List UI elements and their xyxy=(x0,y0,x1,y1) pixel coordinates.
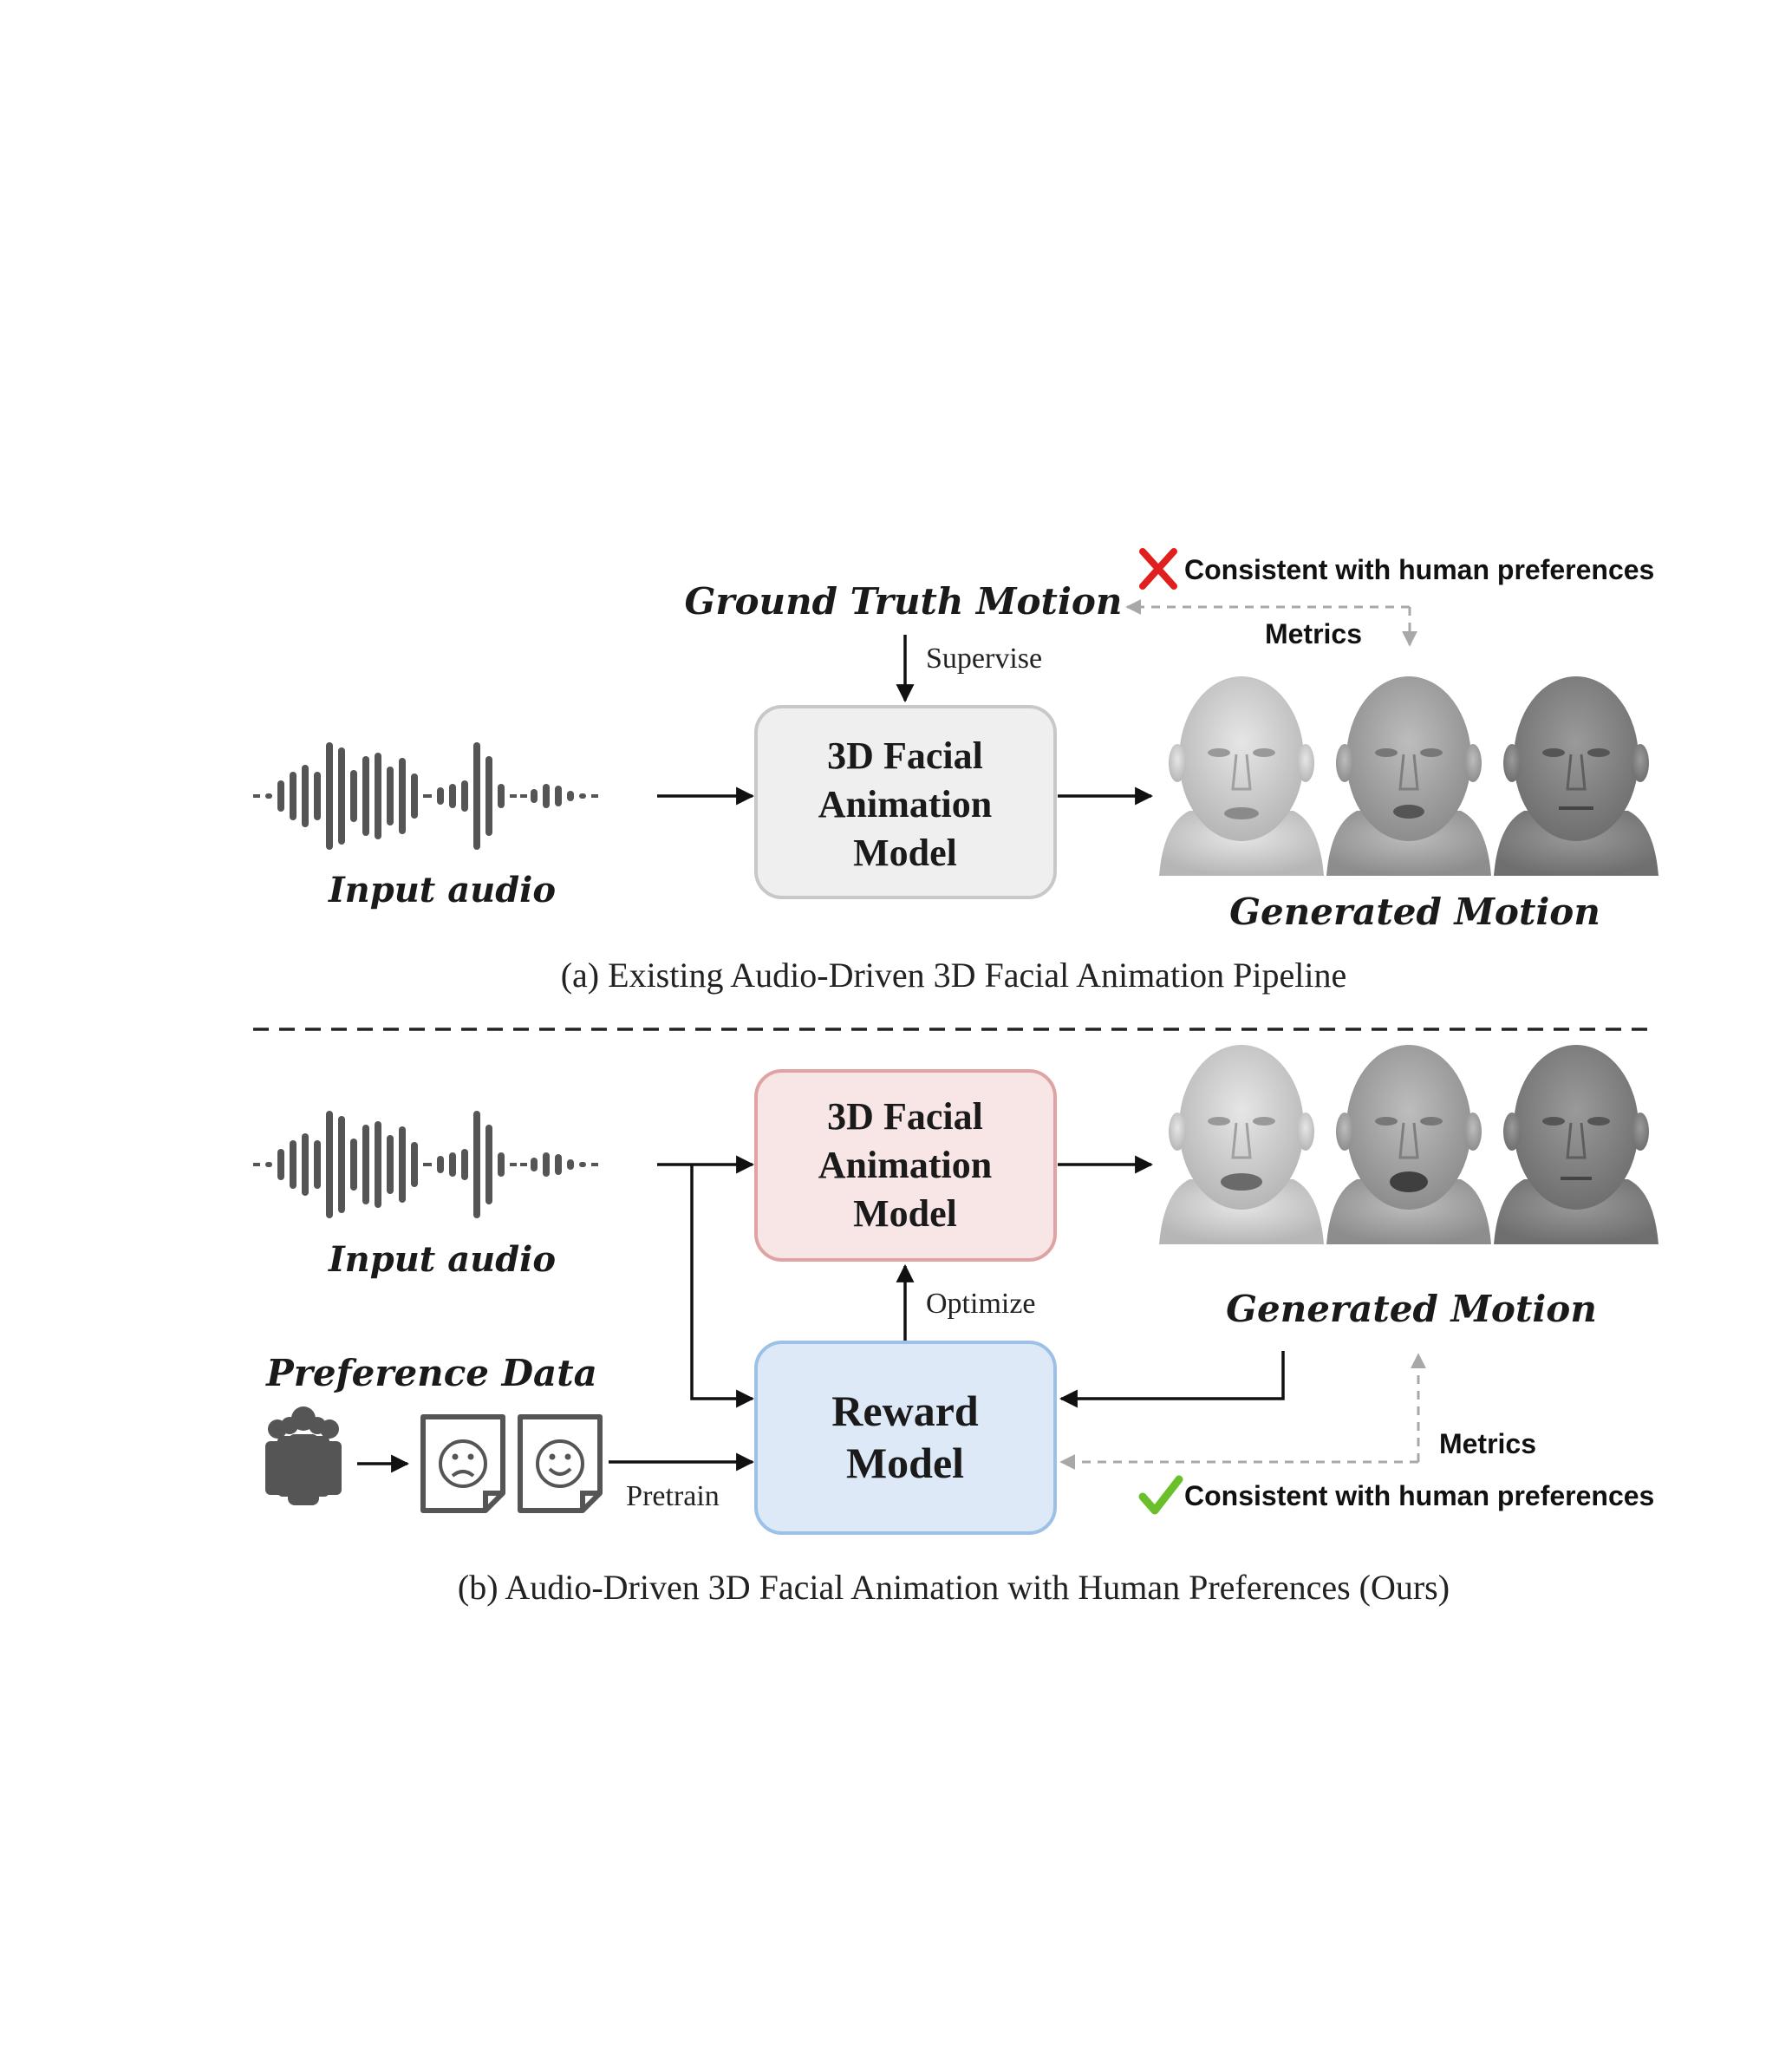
check-icon xyxy=(1138,1475,1183,1515)
caption-a: (a) Existing Audio-Driven 3D Facial Anim… xyxy=(561,956,1347,995)
generated-motion-label: Generated Motion xyxy=(1229,891,1600,933)
model-title-line2: Animation xyxy=(818,783,992,825)
happy-document-icon xyxy=(518,1414,603,1513)
generated-face-2 xyxy=(1326,1045,1491,1244)
reward-title-line1: Reward xyxy=(831,1387,979,1435)
model-title-line1: 3D Facial xyxy=(827,1095,983,1138)
input-audio-label: Input audio xyxy=(328,870,556,910)
preference-data-label: Preference Data xyxy=(265,1352,597,1394)
metrics-label: Metrics xyxy=(1265,618,1362,649)
caption-b: (b) Audio-Driven 3D Facial Animation wit… xyxy=(458,1568,1450,1607)
reward-model-box: Reward Model xyxy=(754,1341,1057,1535)
panel-a: Input audio 3D Facial Animation Model Gr… xyxy=(253,548,1658,995)
model-title-line3: Model xyxy=(853,832,957,874)
model-title-line2: Animation xyxy=(818,1144,992,1186)
generated-face-2 xyxy=(1326,676,1491,876)
audio-waveform-icon xyxy=(253,1111,598,1218)
metrics-label: Metrics xyxy=(1439,1428,1536,1459)
people-icon xyxy=(265,1406,342,1505)
optimize-label: Optimize xyxy=(926,1288,1036,1320)
generated-face-1 xyxy=(1159,676,1324,876)
model-title-line3: Model xyxy=(853,1192,957,1235)
facial-animation-model-box: 3D Facial Animation Model xyxy=(754,705,1057,899)
input-audio-label: Input audio xyxy=(328,1239,556,1280)
facial-animation-model-box: 3D Facial Animation Model xyxy=(754,1069,1057,1262)
supervise-label: Supervise xyxy=(926,643,1042,675)
cross-icon xyxy=(1139,548,1177,590)
arrow-audio-to-reward xyxy=(690,1165,755,1408)
arrow-motion-to-reward xyxy=(1059,1351,1285,1408)
generated-motion-label: Generated Motion xyxy=(1226,1288,1597,1330)
panel-b: Input audio 3D Facial Animation Model xyxy=(253,1045,1658,1607)
model-title-line1: 3D Facial xyxy=(827,734,983,777)
audio-waveform-icon xyxy=(253,742,598,850)
ground-truth-motion-label: Ground Truth Motion xyxy=(685,580,1123,623)
consistency-label: Consistent with human preferences xyxy=(1184,1480,1654,1511)
generated-face-1 xyxy=(1159,1045,1324,1244)
generated-face-3 xyxy=(1494,1045,1658,1244)
consistency-label: Consistent with human preferences xyxy=(1184,554,1654,585)
generated-face-3 xyxy=(1494,676,1658,876)
sad-document-icon xyxy=(420,1414,505,1513)
reward-title-line2: Model xyxy=(846,1439,964,1487)
pretrain-label: Pretrain xyxy=(626,1480,720,1512)
